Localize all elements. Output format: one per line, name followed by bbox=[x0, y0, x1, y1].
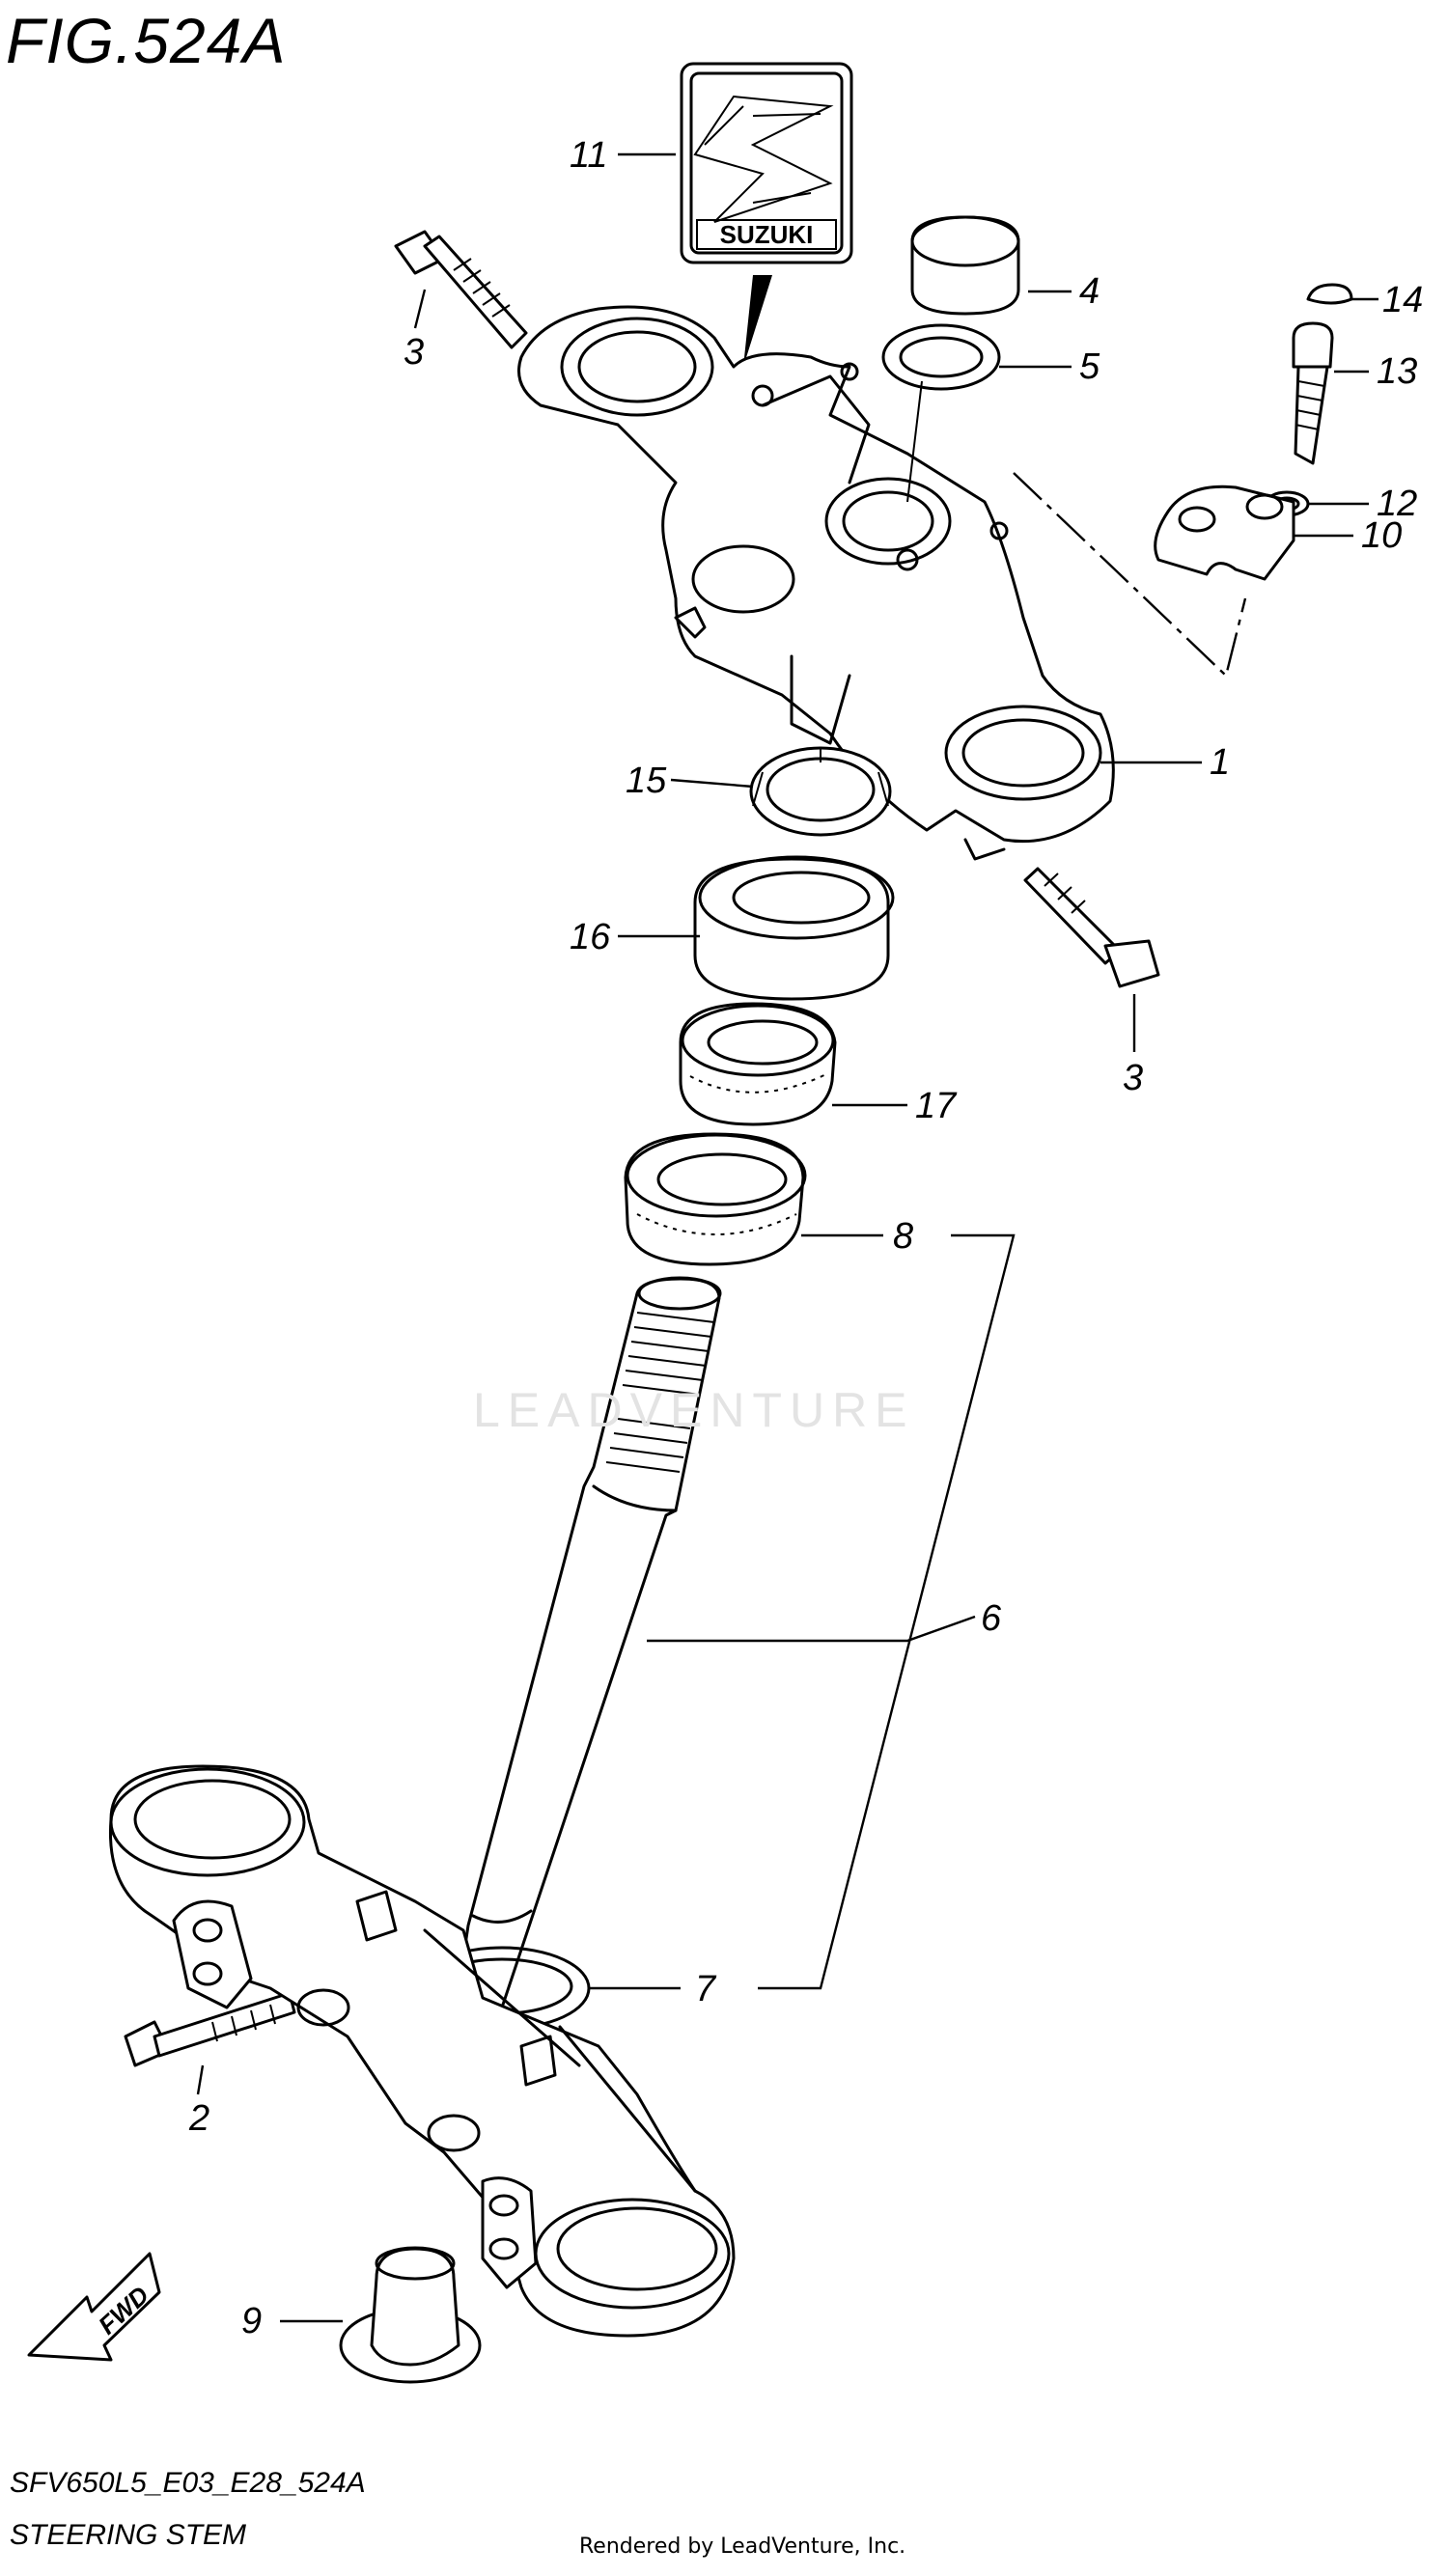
callout-6[interactable]: 6 bbox=[981, 1598, 1002, 1639]
cap-14[interactable] bbox=[1306, 283, 1353, 305]
lower-bearing[interactable] bbox=[624, 1132, 807, 1266]
callout-1[interactable]: 1 bbox=[1210, 742, 1231, 783]
bolt-13[interactable] bbox=[1292, 321, 1334, 465]
suzuki-emblem[interactable]: SUZUKI bbox=[680, 62, 853, 367]
stem-cap[interactable] bbox=[910, 215, 1020, 316]
callout-12[interactable]: 12 bbox=[1377, 484, 1418, 524]
leader-lines bbox=[196, 152, 1378, 2323]
emblem-brand-text: SUZUKI bbox=[720, 220, 814, 249]
handlebar-holder-10[interactable] bbox=[1154, 485, 1295, 581]
bolt-upper-left[interactable] bbox=[394, 230, 528, 349]
callout-5[interactable]: 5 bbox=[1079, 346, 1100, 387]
lower-bracket[interactable] bbox=[108, 1764, 736, 2338]
stem-lock-nut[interactable] bbox=[749, 746, 892, 837]
stem-washer[interactable] bbox=[881, 323, 1001, 503]
callout-15-label[interactable]: 15 bbox=[626, 761, 667, 801]
callout-13[interactable]: 13 bbox=[1377, 351, 1418, 392]
bolt-lower-right[interactable] bbox=[1023, 867, 1160, 988]
callout-9[interactable]: 9 bbox=[241, 2301, 263, 2341]
dust-seal[interactable] bbox=[693, 855, 895, 1001]
callout-11[interactable]: 11 bbox=[570, 135, 608, 176]
upper-bearing[interactable] bbox=[679, 1002, 837, 1126]
rendered-by-credit: Rendered by LeadVenture, Inc. bbox=[579, 2534, 906, 2559]
bolt-lower-bracket[interactable] bbox=[124, 1991, 296, 2067]
callout-4[interactable]: 4 bbox=[1079, 271, 1100, 312]
figure-name: STEERING STEM bbox=[10, 2519, 247, 2551]
callout-2[interactable]: 2 bbox=[189, 2098, 210, 2139]
watermark: LEADVENTURE bbox=[473, 1383, 915, 1437]
figure-title: FIG.524A bbox=[6, 5, 287, 76]
callout-10[interactable]: 10 bbox=[1361, 515, 1403, 556]
callout-8[interactable]: 8 bbox=[893, 1216, 914, 1257]
callout-3-right[interactable]: 3 bbox=[1123, 1058, 1144, 1098]
fwd-arrow: FWD bbox=[27, 2252, 161, 2362]
lower-cap[interactable] bbox=[339, 2246, 482, 2384]
upper-bracket[interactable] bbox=[517, 305, 1115, 861]
figure-code: SFV650L5_E03_E28_524A bbox=[10, 2467, 366, 2499]
callout-3-top[interactable]: 3 bbox=[404, 332, 425, 373]
callout-16[interactable]: 16 bbox=[570, 917, 611, 957]
callout-14[interactable]: 14 bbox=[1382, 280, 1424, 320]
callout-7[interactable]: 7 bbox=[695, 1969, 716, 2009]
callout-17[interactable]: 17 bbox=[915, 1086, 957, 1126]
